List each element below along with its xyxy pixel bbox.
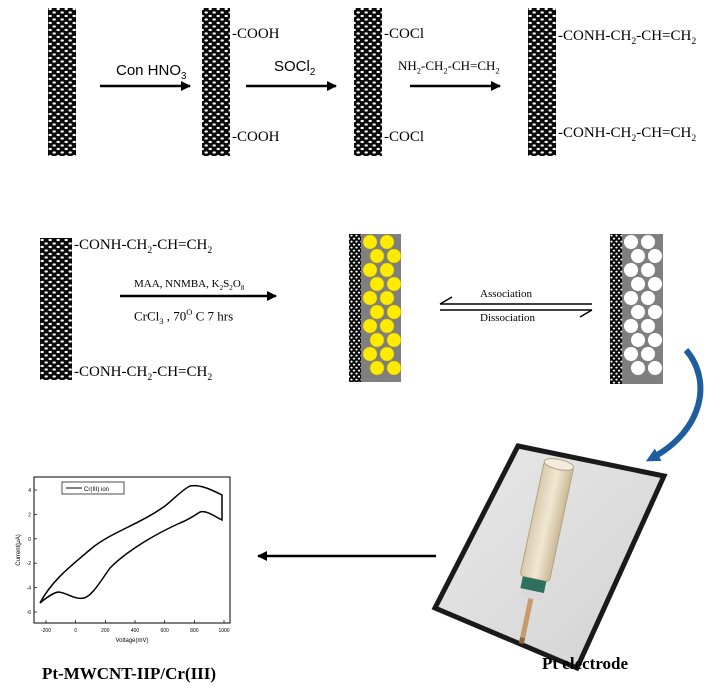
imprint-cavity [624, 291, 638, 305]
electrode-caption: Pt electrode [542, 654, 629, 673]
cv-curve [39, 484, 223, 604]
reagent-hno3: Con HNO3 [116, 62, 187, 82]
imprint-cavity [631, 249, 645, 263]
mwcnt-iip-leached [610, 234, 663, 384]
cv-xtick-label: 800 [190, 628, 199, 634]
cr-ion-dot [362, 346, 378, 362]
reagent-allylamine: NH2-CH2-CH=CH2 [398, 58, 500, 76]
curved-arrow-icon [645, 348, 704, 462]
mwcnt-iip-with-template [349, 234, 402, 382]
cr-ion-dot [379, 290, 395, 306]
cv-ytick-label: 2 [28, 512, 31, 518]
cr-ion-dot [369, 304, 385, 320]
cooh-top-label: -COOH [232, 26, 280, 42]
cv-xtick-label: 200 [101, 628, 110, 634]
cv-plot: Cr(III) ion -200 0 200 400 600 800 1000 -6 -4 -2 0… [16, 476, 231, 644]
mwcnt-functionalized [40, 238, 72, 380]
sensor-caption: Pt-MWCNT-IIP/Cr(III) [42, 664, 217, 683]
amide-row2-bottom-label: -CONH-CH2-CH=CH2 [74, 364, 213, 383]
imprint-cavity [624, 235, 638, 249]
cr-ion-dot [362, 262, 378, 278]
cr-ion-dot [369, 332, 385, 348]
cr-ion-dot [386, 360, 402, 376]
mwcnt-acyl-chloride [354, 8, 382, 156]
imprint-cavity [641, 235, 655, 249]
polymerization-reagents: MAA, NNMBA, K2S2O8 [134, 278, 245, 293]
cr-ion-dot [386, 332, 402, 348]
cr-ion-dot [386, 276, 402, 292]
imprint-cavity [648, 333, 662, 347]
reagent-socl2: SOCl2 [274, 58, 316, 78]
cv-xtick-label: -200 [41, 628, 51, 634]
cr-ion-dot [362, 318, 378, 334]
cv-xtick-label: 400 [131, 628, 140, 634]
cv-legend-box [61, 481, 125, 495]
imprint-cavity [631, 305, 645, 319]
equilibrium-arrows [439, 296, 593, 318]
imprint-cavity [648, 249, 662, 263]
cv-ytick-label: -2 [27, 561, 32, 567]
association-label: Association [480, 288, 532, 300]
imprint-cavity [631, 361, 645, 375]
cr-ion-dot [369, 276, 385, 292]
cr-ion-dot [379, 318, 395, 334]
cr-ion-dot [386, 304, 402, 320]
cr-ion-dot [369, 248, 385, 264]
cr-ion-dot [379, 346, 395, 362]
cv-xlabel: Voltage(mV) [115, 638, 148, 644]
cocl-bottom-label: -COCl [384, 129, 425, 145]
amide-top-label: -CONH-CH2-CH=CH2 [558, 28, 697, 47]
amide-bottom-label: -CONH-CH2-CH=CH2 [558, 125, 697, 144]
imprint-cavity [641, 291, 655, 305]
imprint-cavity [648, 361, 662, 375]
cv-ytick-label: -6 [27, 610, 32, 616]
cv-xtick-label: 600 [160, 628, 169, 634]
imprint-cavity [624, 319, 638, 333]
cv-xtick-label: 0 [74, 628, 77, 634]
imprint-cavity [648, 305, 662, 319]
imprint-cavity [624, 263, 638, 277]
imprint-cavity [648, 277, 662, 291]
mwcnt-allyl-amide [528, 8, 556, 156]
imprint-cavity [641, 347, 655, 361]
polymerization-conditions: CrCl3 , 70O C 7 hrs [134, 307, 234, 326]
cv-ylabel: Current(μA) [16, 534, 22, 565]
cv-legend-text: Cr(III) ion [84, 487, 109, 493]
cr-ion-dot [379, 234, 395, 250]
imprint-cavity [631, 333, 645, 347]
cv-xtick-label: 1000 [218, 628, 229, 634]
cr-ion-dot [386, 248, 402, 264]
mwcnt-pristine [48, 8, 76, 156]
cv-ytick-label: -4 [27, 586, 32, 592]
amide-row2-top-label: -CONH-CH2-CH=CH2 [74, 237, 213, 256]
cr-ion-dot [362, 290, 378, 306]
pt-electrode-image [431, 443, 668, 672]
cv-ytick-label: 0 [28, 537, 31, 543]
cocl-top-label: -COCl [384, 26, 425, 42]
imprint-cavity [631, 277, 645, 291]
cv-ytick-label: 4 [28, 488, 31, 494]
cr-ion-dot [369, 360, 385, 376]
imprint-cavity [641, 263, 655, 277]
dissociation-label: Dissociation [480, 312, 535, 324]
cooh-bottom-label: -COOH [232, 129, 280, 145]
mwcnt-carboxylated [202, 8, 230, 156]
imprint-cavity [624, 347, 638, 361]
cr-ion-dot [379, 262, 395, 278]
imprint-cavity [641, 319, 655, 333]
cr-ion-dot [362, 234, 378, 250]
